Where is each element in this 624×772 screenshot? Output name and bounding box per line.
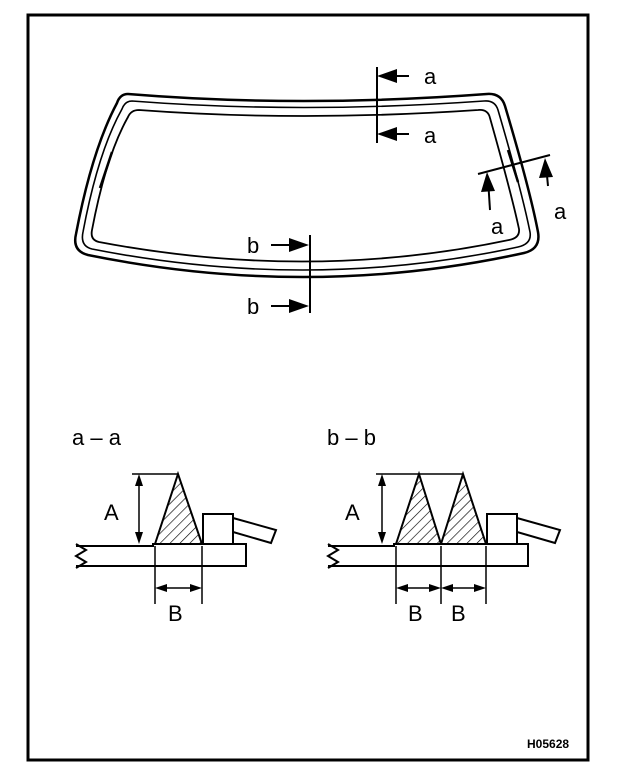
section-label-a: a [424, 123, 437, 148]
arrow-icon [377, 69, 397, 83]
dimension-label-B: B [168, 601, 183, 626]
dimension-label-A: A [104, 500, 119, 525]
cross-section-b-b: b – b A B B [326, 425, 562, 626]
section-label-a: a [554, 199, 567, 224]
section-a-cut-top: a a [376, 64, 437, 148]
view-a-title: a – a [72, 425, 122, 450]
section-b-cut: b b [247, 233, 311, 319]
adhesive-bead [153, 470, 204, 545]
figure-code: H05628 [527, 737, 569, 751]
figure-frame [26, 13, 590, 762]
dimension-label-B: B [408, 601, 423, 626]
dimension-label-A: A [345, 500, 360, 525]
adhesive-bead [394, 470, 443, 545]
section-a-cut-side: a a [477, 154, 567, 239]
arrow-icon [289, 299, 309, 313]
view-b-title: b – b [327, 425, 376, 450]
windshield-glass [74, 92, 540, 279]
nozzle-tube [232, 516, 278, 545]
section-label-a: a [424, 64, 437, 89]
nozzle-tube [516, 516, 562, 545]
adhesive-bead [439, 470, 488, 545]
break-symbol [74, 543, 88, 569]
arrow-icon [539, 158, 553, 178]
nozzle-icon [486, 513, 518, 545]
section-label-a: a [491, 214, 504, 239]
dimension-label-B: B [451, 601, 466, 626]
nozzle-icon [202, 513, 234, 545]
section-label-b: b [247, 294, 259, 319]
section-label-b: b [247, 233, 259, 258]
break-symbol [326, 543, 340, 569]
cross-section-a-a: a – a A B [72, 425, 278, 626]
arrow-icon [481, 172, 495, 192]
arrow-icon [289, 238, 309, 252]
section-line [477, 154, 551, 175]
arrow-icon [377, 127, 397, 141]
